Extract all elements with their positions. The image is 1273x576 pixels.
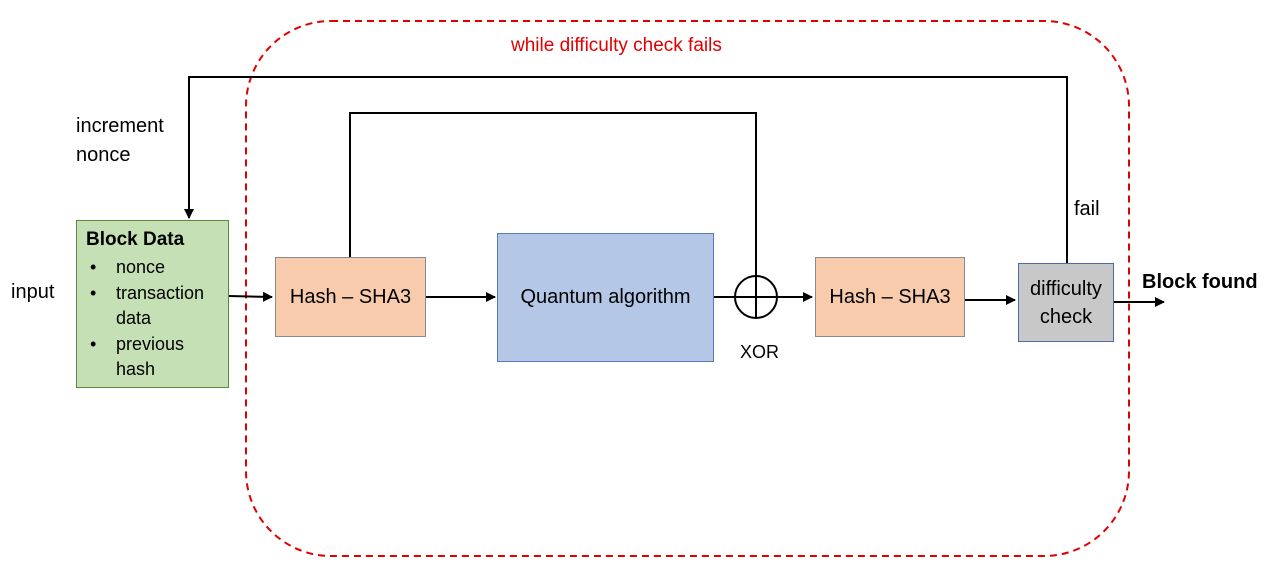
block-data-item-nonce: nonce xyxy=(90,255,222,281)
hash-sha3-second-box: Hash – SHA3 xyxy=(815,257,965,337)
loop-label: while difficulty check fails xyxy=(511,35,722,56)
block-data-title: Block Data xyxy=(86,229,185,250)
difficulty-check-label: difficulty check xyxy=(1030,277,1102,328)
xor-label: XOR xyxy=(740,342,780,362)
input-label: input xyxy=(11,281,55,303)
hash-sha3-first-box: Hash – SHA3 xyxy=(275,257,426,337)
fail-label: fail xyxy=(1074,198,1100,220)
hash-sha3-second-label: Hash – SHA3 xyxy=(829,285,951,308)
increment-nonce-label: increment nonce xyxy=(76,115,164,166)
block-data-box: Block Data nonce transaction data previo… xyxy=(76,220,229,388)
quantum-algorithm-box: Quantum algorithm xyxy=(497,233,714,362)
block-data-item-transaction-data: transaction data xyxy=(90,281,222,332)
difficulty-check-box: difficulty check xyxy=(1018,263,1114,342)
hash-to-xor-line xyxy=(349,112,757,276)
quantum-algorithm-label: Quantum algorithm xyxy=(520,286,691,308)
block-found-label: Block found xyxy=(1142,271,1258,293)
block-data-item-previous-hash: previous hash xyxy=(90,332,222,383)
increment-nonce-line xyxy=(184,76,1068,263)
hash-sha3-first-label: Hash – SHA3 xyxy=(289,285,412,308)
input-to-hash-arrow xyxy=(228,291,273,302)
block-data-list: nonce transaction data previous hash xyxy=(86,255,222,383)
